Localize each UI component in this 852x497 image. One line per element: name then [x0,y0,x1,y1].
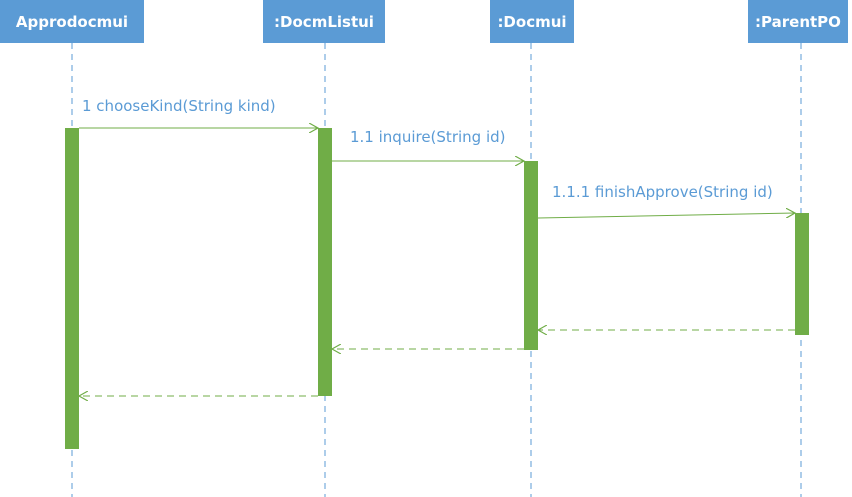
activation-bar-parentpo [795,213,809,335]
message-label-choosekind: 1 chooseKind(String kind) [82,97,276,115]
message-label-inquire: 1.1 inquire(String id) [350,128,506,146]
activation-bar-docmui [524,161,538,350]
participant-label: :DocmListui [274,12,374,31]
participant-label: Approdocmui [15,12,129,31]
participant-docmui: :Docmui [490,0,574,43]
participant-label: :ParentPO [755,12,841,31]
participant-docmlistui: :DocmListui [263,0,385,43]
message-arrow-finishapprove [537,213,795,219]
activation-bar-approdocmui [65,128,79,449]
message-label-finishapprove: 1.1.1 finishApprove(String id) [552,183,773,201]
activation-bar-docmlistui [318,128,332,396]
participant-label: :Docmui [497,12,567,31]
participant-parentpo: :ParentPO [748,0,848,43]
participant-approdocmui: Approdocmui [0,0,144,43]
